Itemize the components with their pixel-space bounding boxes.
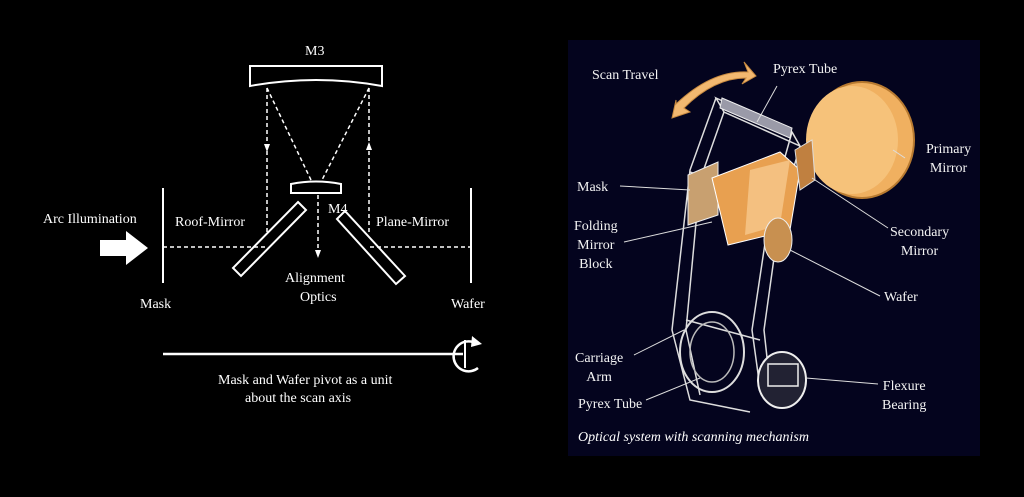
mirror-label-2: Mirror (577, 238, 615, 253)
primary-mirror-face (806, 86, 898, 194)
flexure-bearing (757, 351, 807, 409)
flexure-bearing-label: Flexure Bearing (882, 377, 926, 415)
pivot-caption-line2: about the scan axis (245, 391, 352, 406)
figure-caption: Optical system with scanning mechanism (578, 430, 809, 445)
beam-arrow-right (366, 142, 372, 150)
flexure-label: Flexure (882, 379, 926, 394)
scan-travel-label: Scan Travel (592, 68, 659, 83)
carriage-arm-label: Carriage Arm (575, 349, 623, 387)
arc-illumination-label: Arc Illumination (43, 212, 137, 227)
pyrex-tube-bottom-label: Pyrex Tube (578, 397, 643, 412)
alignment-arrow (315, 250, 321, 258)
rotation-arrowhead-icon (471, 336, 482, 347)
mask-element (687, 161, 719, 226)
wafer-element (763, 217, 793, 263)
optics-label: Optics (300, 290, 337, 305)
leader-lines (619, 85, 906, 401)
mask-right-label: Mask (577, 180, 609, 195)
mask-label: Mask (140, 297, 172, 312)
beam-paths (163, 87, 471, 252)
roof-mirror-label: Roof-Mirror (175, 215, 245, 230)
wafer-right-label: Wafer (884, 290, 918, 305)
optical-schematic (100, 65, 482, 373)
roof-mirror (231, 200, 308, 278)
alignment-label: Alignment (285, 271, 345, 286)
arm-label: Arm (586, 370, 612, 385)
scan-travel-arrow-icon (671, 61, 757, 119)
mirror-label: Mirror (929, 161, 968, 176)
primary-mirror-label: Primary Mirror (926, 140, 971, 178)
plane-mirror-label: Plane-Mirror (376, 215, 450, 230)
m4-mirror (290, 180, 342, 194)
illumination-arrow (100, 231, 148, 265)
pyrex-tube-top (719, 97, 793, 139)
m4-label: M4 (328, 202, 348, 217)
plane-mirror (335, 209, 407, 286)
secondary-label: Secondary (890, 225, 950, 240)
carriage-label: Carriage (575, 351, 624, 366)
block-label: Block (579, 257, 613, 272)
pyrex-tube-bottom (679, 311, 745, 393)
beam-arrow-left (264, 144, 270, 152)
pivot-caption-line1: Mask and Wafer pivot as a unit (218, 373, 393, 388)
secondary-mirror-label: Secondary Mirror (890, 223, 949, 261)
wafer-label: Wafer (451, 297, 485, 312)
bearing-label: Bearing (882, 398, 927, 413)
m3-label: M3 (305, 44, 325, 59)
mirror-label-3: Mirror (900, 244, 939, 259)
pyrex-tube-top-label: Pyrex Tube (773, 62, 838, 77)
m3-mirror (249, 65, 383, 88)
primary-label: Primary (926, 142, 972, 157)
folding-label: Folding (574, 219, 618, 234)
folding-mirror-block-label: Folding Mirror Block (574, 217, 618, 274)
